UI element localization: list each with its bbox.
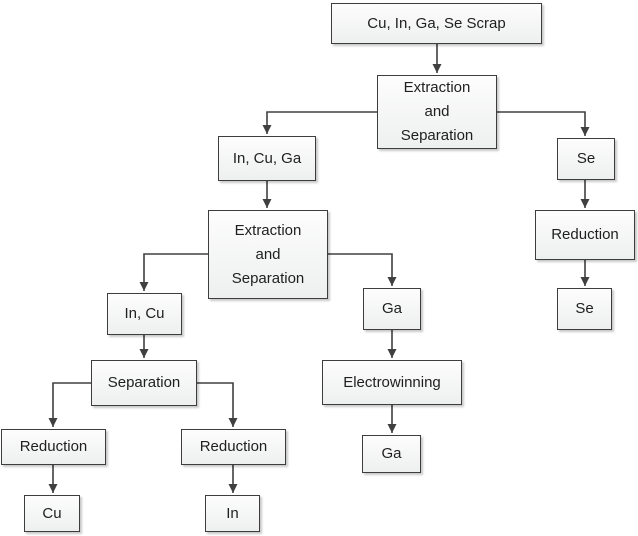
edge-extraction2-to-in-cu — [139, 253, 208, 291]
node-separation: Separation — [91, 360, 197, 406]
node-se-2: Se — [557, 288, 612, 330]
node-ga-2: Ga — [362, 435, 421, 473]
edge-separation-to-reduction-cu — [48, 382, 91, 427]
node-reduction-cu: Reduction — [1, 429, 106, 465]
node-reduction-se: Reduction — [535, 210, 635, 260]
node-in: In — [205, 495, 260, 532]
edge-extraction2-to-ga1 — [328, 253, 397, 286]
node-extraction-separation-2: Extraction and Separation — [208, 210, 328, 299]
node-reduction-in: Reduction — [181, 429, 286, 465]
node-cu: Cu — [24, 495, 80, 532]
node-extraction-separation-1: Extraction and Separation — [377, 75, 497, 149]
node-in-cu: In, Cu — [107, 293, 182, 335]
node-electrowinning: Electrowinning — [322, 360, 462, 405]
node-in-cu-ga: In, Cu, Ga — [218, 136, 316, 181]
node-scrap: Cu, In, Ga, Se Scrap — [331, 3, 542, 44]
edge-extraction1-to-se1 — [497, 111, 590, 136]
node-ga-1: Ga — [363, 288, 421, 330]
edge-separation-to-reduction-in — [197, 382, 238, 427]
node-se-1: Se — [557, 138, 615, 180]
edge-extraction1-to-in-cu-ga — [262, 111, 377, 134]
